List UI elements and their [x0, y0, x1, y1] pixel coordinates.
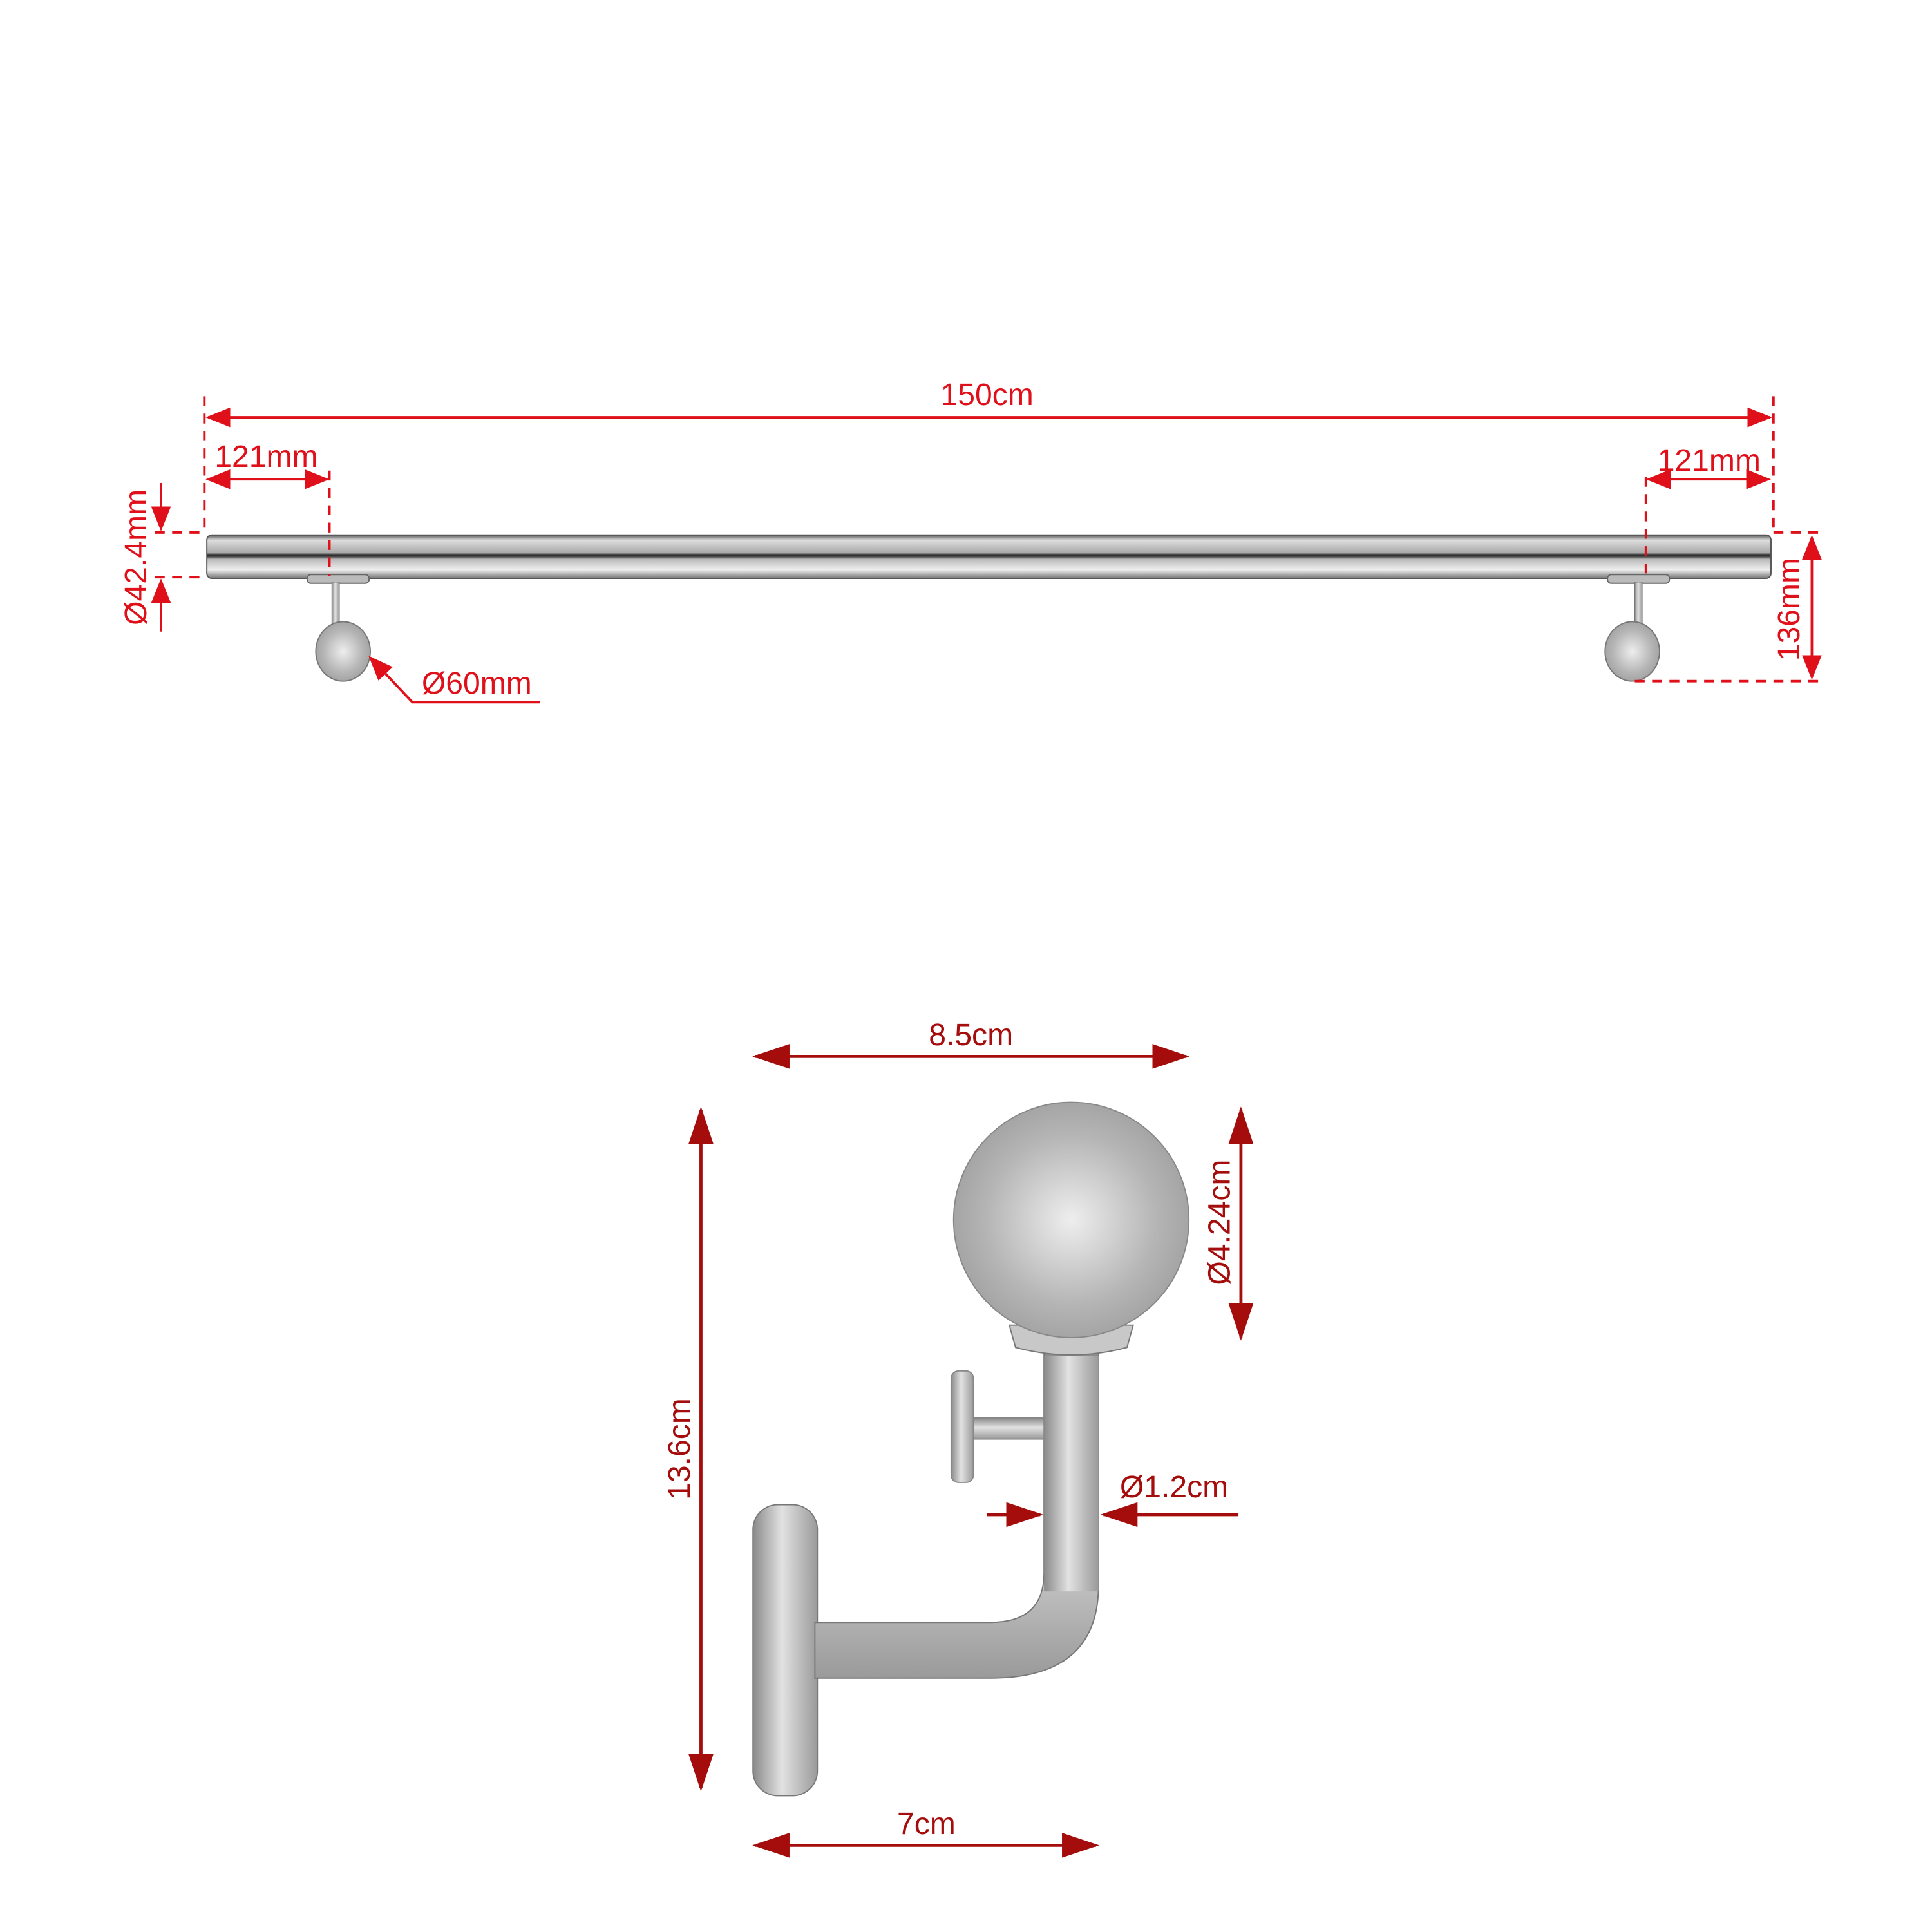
handrail-tube [206, 534, 1772, 580]
plate-diameter-label: Ø60mm [422, 666, 532, 701]
bracket-dimension-lines [688, 1044, 1254, 1858]
width-label: 8.5cm [929, 1018, 1013, 1052]
rail-diameter-label: Ø42.4mm [118, 489, 153, 625]
rail-dimension-lines [151, 396, 1822, 704]
saddle-diameter-label: Ø4.24cm [1202, 1160, 1237, 1285]
saddle-disk [952, 1101, 1190, 1338]
right-offset-label: 121mm [1658, 443, 1761, 478]
right-bracket [1604, 574, 1671, 682]
rod-diameter-label: Ø1.2cm [1120, 1470, 1228, 1504]
screw-stem [971, 1417, 1045, 1440]
bracket-view: 8.5cm 13.6cm Ø4.24cm Ø1.2cm 7cm [662, 1018, 1254, 1858]
rail-view: 150cm 121mm 121mm Ø42.4mm Ø60mm 136mm [118, 377, 1822, 704]
screw-knob [950, 1370, 974, 1483]
projection-label: 7cm [897, 1806, 956, 1841]
total-length-label: 150cm [941, 377, 1034, 412]
left-offset-label: 121mm [214, 439, 317, 474]
wall-plate [752, 1504, 819, 1797]
bracket-height-label: 136mm [1772, 558, 1806, 661]
height-label: 13.6cm [662, 1398, 697, 1500]
left-bracket [306, 574, 371, 682]
